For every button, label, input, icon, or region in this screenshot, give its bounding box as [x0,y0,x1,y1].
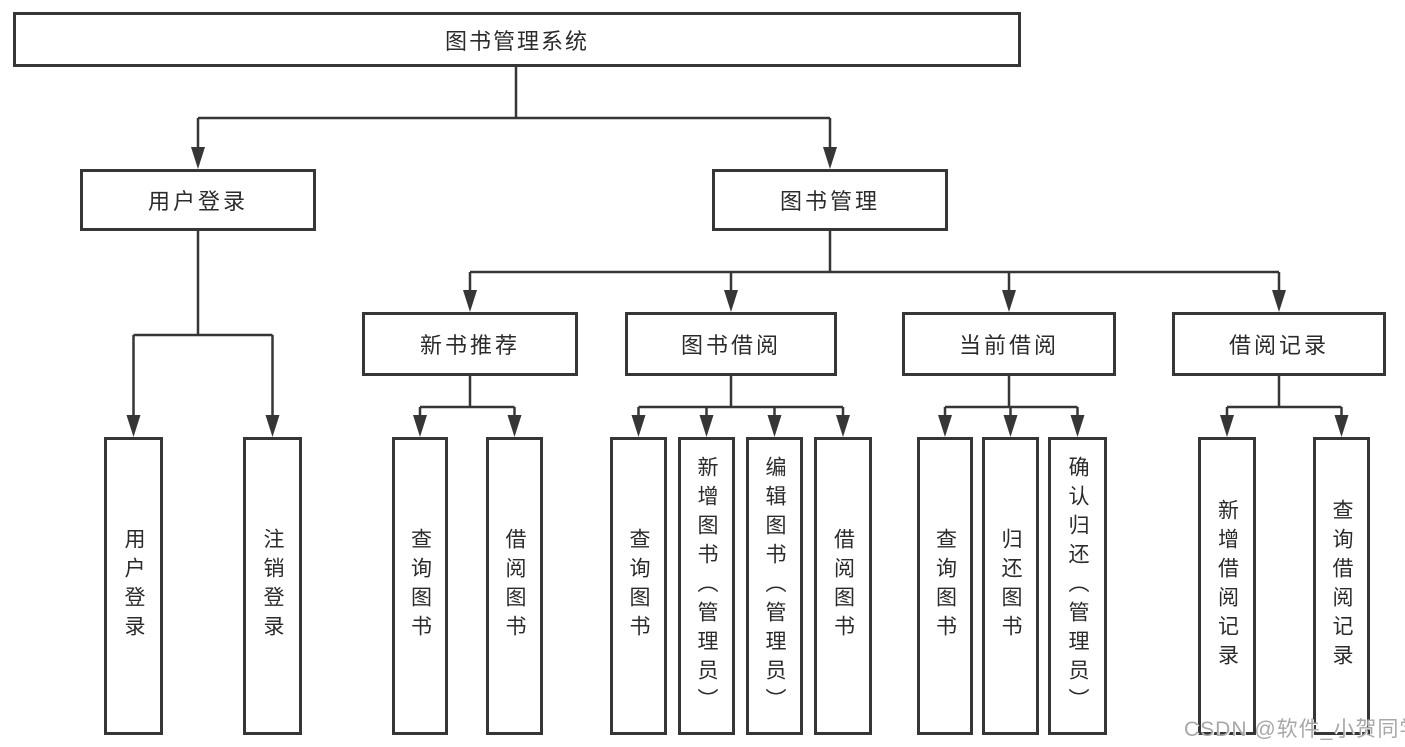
leaf-query-borrow-record: 查询借阅记录 [1313,437,1370,735]
node-current-borrowing: 当前借阅 [902,312,1116,376]
connector-borrowing-records [1225,376,1343,420]
connector-book-management [468,231,1281,295]
node-label: 注销登录 [261,528,284,644]
leaf-add-book-admin: 新增图书（管理员） [678,437,735,735]
arrowhead-down-icon [823,147,837,169]
leaf-user-login: 用户登录 [104,437,163,735]
arrowhead-down-icon [1003,415,1018,437]
arrowhead-down-icon [1272,290,1286,312]
arrowhead-down-icon [507,415,522,437]
leaf-confirm-return-admin: 确认归还（管理员） [1048,437,1107,735]
node-label: 用户登录 [122,528,145,644]
connector-current-borrowing [943,376,1079,420]
arrowhead-down-icon [265,415,280,437]
node-label: 查询图书 [933,528,957,644]
node-label: 新增借阅记录 [1215,499,1239,673]
leaf-edit-book-admin: 编辑图书（管理员） [746,437,803,735]
node-label: 图书管理系统 [444,28,589,54]
arrowhead-down-icon [938,415,952,437]
node-label: 归还图书 [999,528,1022,644]
node-label: 借阅图书 [831,528,855,644]
arrowheads [126,147,1349,437]
connector-book-borrowing [637,376,845,420]
node-label: 图书借阅 [680,333,781,358]
node-label: 确认归还（管理员） [1066,455,1089,717]
node-book-management: 图书管理 [712,169,948,231]
node-borrowing-records: 借阅记录 [1172,312,1386,376]
arrowhead-down-icon [724,290,738,312]
arrowhead-down-icon [631,415,646,437]
leaf-borrow-books: 借阅图书 [814,437,872,735]
arrowhead-down-icon [1220,415,1234,437]
leaf-query-books-current: 查询图书 [917,437,973,735]
arrowhead-down-icon [767,415,782,437]
leaf-return-books: 归还图书 [982,437,1039,735]
node-label: 借阅图书 [503,528,526,644]
leaf-query-books-borrow: 查询图书 [610,437,667,735]
arrowhead-down-icon [1070,415,1085,437]
node-label: 查询图书 [408,528,432,644]
node-label: 借阅记录 [1228,333,1329,358]
arrowhead-down-icon [126,415,141,437]
connector-new-book-recommendation [418,376,516,420]
arrowhead-down-icon [413,415,427,437]
node-label: 当前借阅 [958,333,1059,358]
node-label: 新增图书（管理员） [695,455,718,717]
leaf-query-books-recommend: 查询图书 [392,437,448,735]
leaf-borrow-books-recommend: 借阅图书 [486,437,543,735]
node-book-borrowing: 图书借阅 [625,312,837,376]
arrowhead-down-icon [191,147,205,169]
node-library-management-system: 图书管理系统 [13,12,1021,67]
node-new-book-recommendation: 新书推荐 [362,312,578,376]
node-label: 用户登录 [147,189,248,214]
arrowhead-down-icon [1002,290,1016,312]
node-label: 新书推荐 [419,333,520,358]
leaf-add-borrow-record: 新增借阅记录 [1198,437,1256,735]
arrowhead-down-icon [836,415,850,437]
watermark-text: CSDN @软件_小贺同学 [1184,718,1405,741]
node-user-login: 用户登录 [80,169,316,231]
arrowhead-down-icon [699,415,714,437]
node-label: 查询图书 [627,528,650,644]
node-label: 图书管理 [779,189,880,214]
connector-root [196,67,832,152]
leaf-logout: 注销登录 [243,437,302,735]
arrowhead-down-icon [1334,415,1349,437]
arrowhead-down-icon [463,290,477,312]
node-label: 查询借阅记录 [1330,499,1353,673]
node-label: 编辑图书（管理员） [763,455,786,717]
connector-user-login [132,231,274,420]
